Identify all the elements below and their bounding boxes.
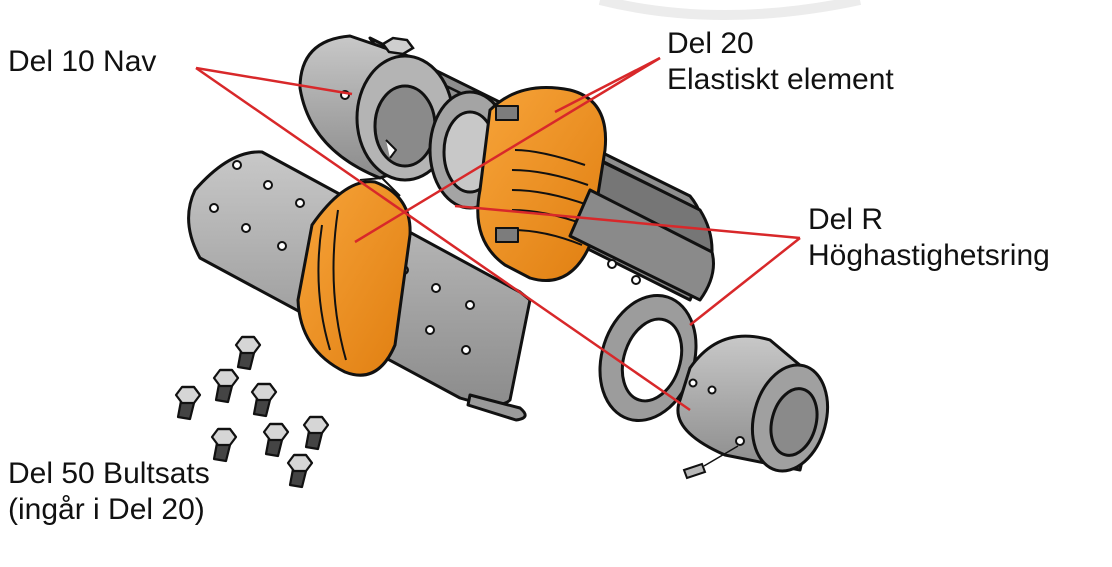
leader-r-2 [689,237,801,326]
elastic-element-upper [476,86,608,283]
hub-bolt [381,36,415,56]
upper-sleeve-front [568,188,715,302]
hub-lower [676,334,829,473]
bolt [212,368,240,404]
label-part10-hub: Del 10 Nav [8,45,157,78]
bolt [210,427,238,463]
leader-20-2 [354,56,661,244]
label-partR-ring: Del R Höghastighetsring [808,202,1050,274]
leader-nav-1 [195,66,353,96]
label-part50-line1: Del 50 Bultsats [8,457,210,490]
bolt [250,382,278,418]
set-screw [682,445,739,480]
leader-nav-2 [195,66,691,412]
label-part20-line1: Del 20 [667,27,754,60]
bolt [286,453,314,489]
elastic-element-lower [296,177,412,377]
leader-20-1 [554,56,661,114]
leader-r-1 [454,204,801,240]
label-partR-line1: Del R [808,203,884,236]
bolt [174,385,202,421]
label-part50-bolts: Del 50 Bultsats (ingår i Del 20) [8,456,210,528]
label-part20-line2: Elastiskt element [667,63,894,96]
bolt [262,422,290,458]
bolt-kit [174,335,330,489]
bolt [302,415,330,451]
background-arc [598,0,862,20]
label-part20-elastic: Del 20 Elastiskt element [667,26,894,98]
leader-lines [195,56,801,412]
bolt [234,335,262,371]
label-part50-line2: (ingår i Del 20) [8,493,205,526]
label-partR-line2: Höghastighetsring [808,239,1050,272]
high-speed-ring [598,293,698,423]
